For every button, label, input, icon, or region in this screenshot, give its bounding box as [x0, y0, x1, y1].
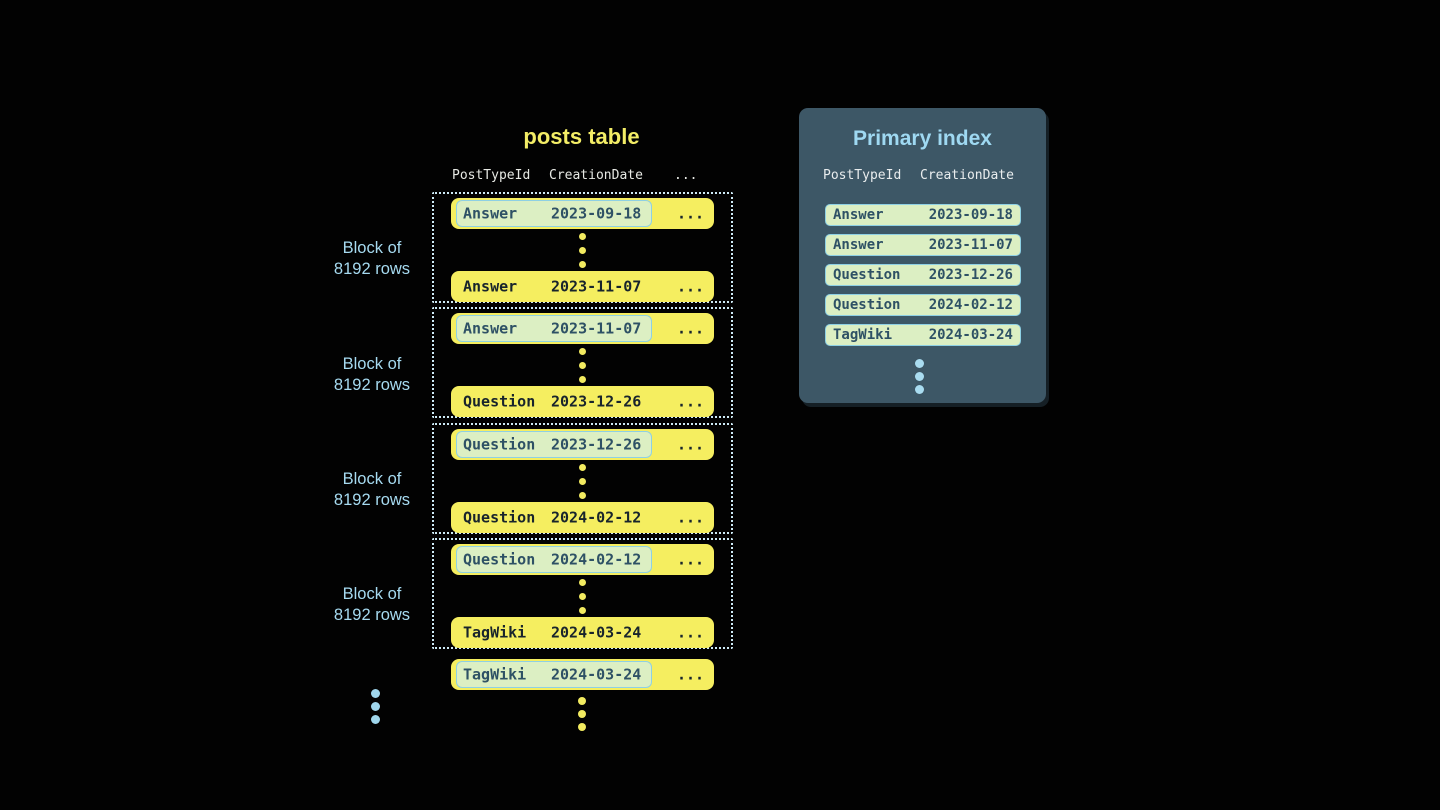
block-label-3: Block of 8192 rows: [302, 469, 442, 511]
index-row: Question 2023-12-26: [825, 264, 1021, 286]
row-post-type: Question: [463, 435, 536, 454]
index-row: TagWiki 2024-03-24: [825, 324, 1021, 346]
row-creation-date: 2023-09-18: [928, 207, 1013, 223]
block-label-line2: 8192 rows: [333, 490, 411, 509]
table-row-overflow: TagWiki 2024-03-24 ...: [451, 659, 714, 690]
block-label-line2: 8192 rows: [333, 375, 411, 394]
table-row: Question 2024-02-12 ...: [451, 502, 714, 533]
block-label-line1: Block of: [342, 355, 402, 373]
block-label-1: Block of 8192 rows: [302, 238, 442, 280]
row-creation-date: 2024-02-12: [551, 508, 642, 527]
posts-table-title: posts table: [523, 124, 640, 149]
posts-block-4: Question 2024-02-12 ... TagWiki 2024-03-…: [432, 538, 733, 649]
posts-header-creationdate: CreationDate: [549, 168, 643, 183]
row-creation-date: 2024-03-24: [551, 665, 642, 684]
vertical-ellipsis-dots-icon: [578, 694, 586, 733]
posts-block-3: Question 2023-12-26 ... Question 2024-02…: [432, 423, 733, 534]
row-post-type: TagWiki: [463, 623, 527, 642]
row-creation-date: 2024-03-24: [551, 623, 642, 642]
block-label-4: Block of 8192 rows: [302, 584, 442, 626]
row-ellipsis: ...: [677, 665, 705, 684]
block-label-line2: 8192 rows: [333, 605, 411, 624]
row-ellipsis: ...: [677, 550, 705, 569]
row-creation-date: 2023-09-18: [551, 204, 642, 223]
block-label-2: Block of 8192 rows: [302, 354, 442, 396]
row-creation-date: 2024-03-24: [928, 327, 1013, 343]
row-post-type: Question: [463, 550, 536, 569]
row-highlight-box: [456, 546, 652, 573]
vertical-ellipsis-dots-icon: [579, 460, 586, 502]
posts-block-2: Answer 2023-11-07 ... Question 2023-12-2…: [432, 307, 733, 418]
table-row: Question 2023-12-26 ...: [451, 429, 714, 460]
row-ellipsis: ...: [677, 204, 705, 223]
row-post-type: Question: [463, 392, 536, 411]
row-post-type: Answer: [463, 204, 518, 223]
row-ellipsis: ...: [677, 319, 705, 338]
row-creation-date: 2024-02-12: [928, 297, 1013, 313]
primary-index-panel: Primary index PostTypeId CreationDate An…: [799, 108, 1046, 403]
vertical-ellipsis-dots-icon: [915, 357, 924, 396]
row-highlight-box: [456, 661, 652, 688]
row-post-type: Question: [833, 267, 901, 283]
index-row: Answer 2023-09-18: [825, 204, 1021, 226]
posts-header-ellipsis: ...: [674, 168, 698, 183]
table-row: Question 2023-12-26 ...: [451, 386, 714, 417]
row-creation-date: 2023-11-07: [551, 319, 642, 338]
row-highlight-box: [456, 200, 652, 227]
row-post-type: Answer: [833, 207, 884, 223]
row-post-type: Question: [463, 508, 536, 527]
row-post-type: TagWiki: [463, 665, 527, 684]
vertical-ellipsis-dots-icon: [579, 575, 586, 617]
posts-block-1: Answer 2023-09-18 ... Answer 2023-11-07 …: [432, 192, 733, 303]
row-ellipsis: ...: [677, 435, 705, 454]
vertical-ellipsis-dots-icon: [371, 687, 380, 726]
row-post-type: TagWiki: [833, 327, 893, 343]
row-highlight-box: [456, 431, 652, 458]
row-highlight-box: [456, 315, 652, 342]
index-header-posttypeid: PostTypeId: [823, 168, 902, 183]
posts-header-posttypeid: PostTypeId: [452, 168, 531, 183]
table-row: Answer 2023-11-07 ...: [451, 271, 714, 302]
row-ellipsis: ...: [677, 623, 705, 642]
block-label-line1: Block of: [342, 470, 402, 488]
table-row: TagWiki 2024-03-24 ...: [451, 617, 714, 648]
row-post-type: Question: [833, 297, 901, 313]
row-ellipsis: ...: [677, 277, 705, 296]
row-creation-date: 2023-11-07: [928, 237, 1013, 253]
row-post-type: Answer: [463, 277, 518, 296]
table-row: Answer 2023-11-07 ...: [451, 313, 714, 344]
index-row: Question 2024-02-12: [825, 294, 1021, 316]
primary-index-title: Primary index: [853, 127, 992, 150]
table-row: Question 2024-02-12 ...: [451, 544, 714, 575]
row-creation-date: 2023-12-26: [551, 435, 642, 454]
table-row: Answer 2023-09-18 ...: [451, 198, 714, 229]
vertical-ellipsis-dots-icon: [579, 344, 586, 386]
index-header-creationdate: CreationDate: [920, 168, 1014, 183]
row-creation-date: 2024-02-12: [551, 550, 642, 569]
vertical-ellipsis-dots-icon: [579, 229, 586, 271]
block-label-line2: 8192 rows: [333, 259, 411, 278]
block-label-line1: Block of: [342, 239, 402, 257]
row-creation-date: 2023-11-07: [551, 277, 642, 296]
row-creation-date: 2023-12-26: [551, 392, 642, 411]
index-row: Answer 2023-11-07: [825, 234, 1021, 256]
row-ellipsis: ...: [677, 392, 705, 411]
block-label-line1: Block of: [342, 585, 402, 603]
row-post-type: Answer: [833, 237, 884, 253]
row-ellipsis: ...: [677, 508, 705, 527]
row-post-type: Answer: [463, 319, 518, 338]
row-creation-date: 2023-12-26: [928, 267, 1013, 283]
